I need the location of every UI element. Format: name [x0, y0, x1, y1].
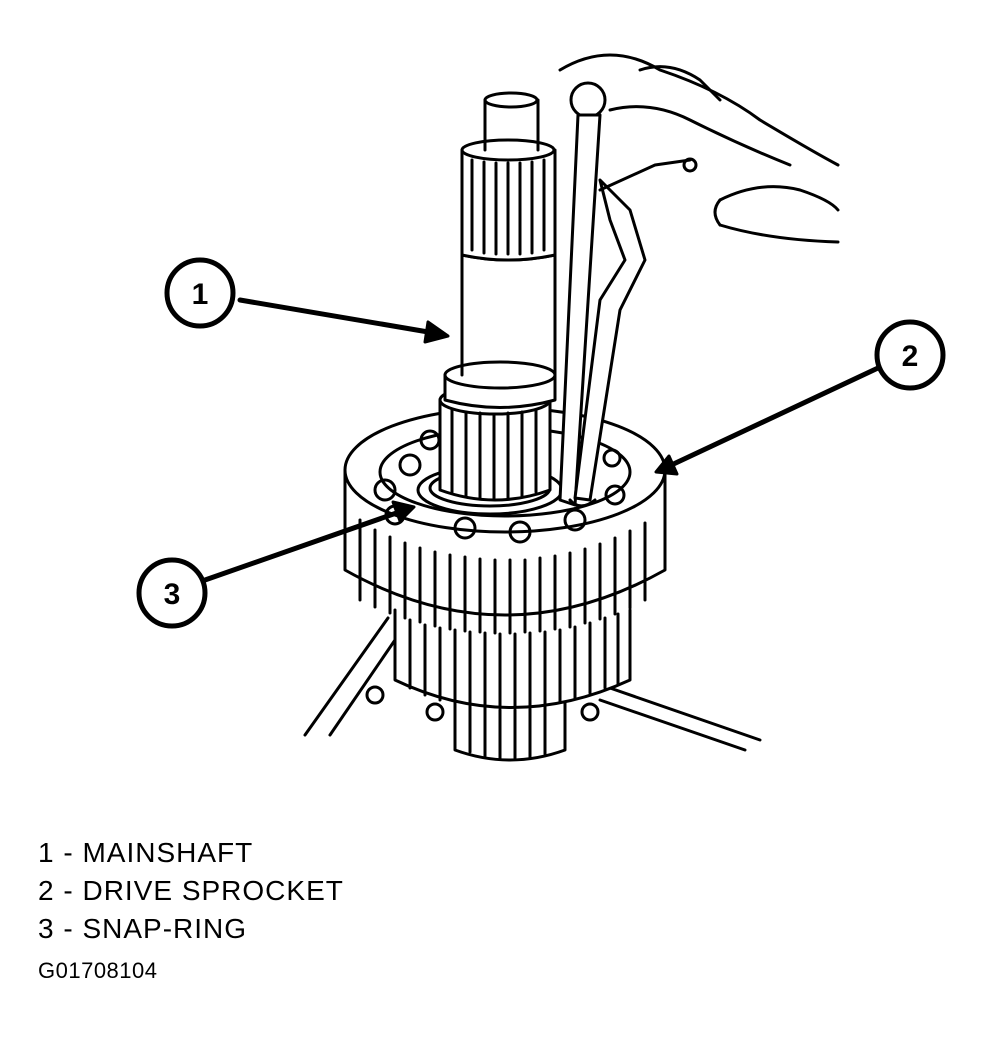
leader-2 [654, 365, 881, 476]
callout-1-circle [164, 257, 236, 329]
lower-gear [393, 608, 632, 762]
legend-number: 1 [38, 837, 55, 868]
legend-separator: - [63, 875, 74, 906]
legend-item: 3 - SNAP-RING [38, 910, 344, 948]
leader-3 [202, 500, 416, 583]
callout-2-number: 2 [902, 340, 919, 373]
transfer-case-illustration: 1 2 3 [136, 53, 946, 762]
parts-legend: 1 - MAINSHAFT 2 - DRIVE SPROCKET 3 - SNA… [38, 834, 344, 948]
housing-plate [303, 616, 762, 752]
legend-number: 3 [38, 913, 55, 944]
legend-label: SNAP-RING [82, 913, 248, 944]
legend-label: MAINSHAFT [82, 837, 254, 868]
callout-1-number: 1 [192, 278, 209, 311]
legend-item: 1 - MAINSHAFT [38, 834, 344, 872]
mainshaft [438, 91, 557, 502]
leader-1 [237, 297, 450, 344]
callout-3-number: 3 [164, 578, 181, 611]
legend-separator: - [63, 837, 74, 868]
snap-ring-pliers [558, 81, 698, 508]
legend-item: 2 - DRIVE SPROCKET [38, 872, 344, 910]
legend-number: 2 [38, 875, 55, 906]
callout-2-circle [874, 319, 946, 391]
legend-separator: - [63, 913, 74, 944]
callout-3-circle [136, 557, 208, 629]
legend-label: DRIVE SPROCKET [82, 875, 344, 906]
technician-hand [558, 53, 840, 244]
figure-id: G01708104 [38, 958, 158, 983]
